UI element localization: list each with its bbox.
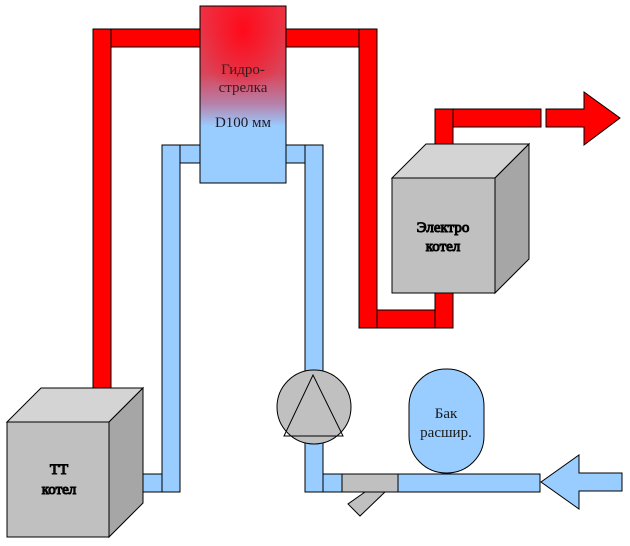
cold-pipe-bottom-short [322,473,343,493]
expansion-tank: Бак расшир. [408,368,485,474]
hot-pipe-eboiler-out [434,108,454,150]
solid-fuel-boiler-front [6,421,110,538]
electric-boiler-label-2: котел [426,239,461,255]
hot-pipe-left-riser [92,28,112,391]
hot-pipe-eboiler-in [434,289,454,329]
hydro-separator: Гидро- стрелка D100 мм [199,5,287,184]
hot-pipes [92,28,542,391]
hydro-separator-size: D100 мм [215,115,272,131]
hot-pipe-top-left [110,28,201,48]
solid-fuel-boiler-label-1: ТТ [50,462,68,478]
supply-arrow-icon [545,91,621,146]
hot-pipe-top-right [285,28,361,48]
return-arrow-icon [540,454,623,510]
pump-icon [276,369,352,445]
hot-pipe-outlet [452,108,542,128]
cold-pipe-bottom-long [397,473,541,493]
solid-fuel-boiler-label-2: котел [42,482,77,498]
electric-boiler: Электро котел [390,142,531,295]
expansion-tank-label-2: расшир. [420,425,472,441]
cold-pipe-tt-boiler-in [142,473,163,493]
cold-pipe-left-riser [161,144,181,493]
hydro-separator-label-2: стрелка [219,80,268,96]
strainer-icon [341,473,399,517]
electric-boiler-front [391,177,496,294]
solid-fuel-boiler: ТТ котел [5,386,145,539]
hot-pipe-bottom [376,309,436,329]
cold-pipe-left-top [179,144,201,164]
cold-pipe-right-top [285,144,306,164]
electric-boiler-label-1: Электро [417,220,470,236]
expansion-tank-label-1: Бак [435,406,458,422]
hot-pipe-right-riser [358,28,378,329]
hydro-separator-label-1: Гидро- [221,62,265,78]
